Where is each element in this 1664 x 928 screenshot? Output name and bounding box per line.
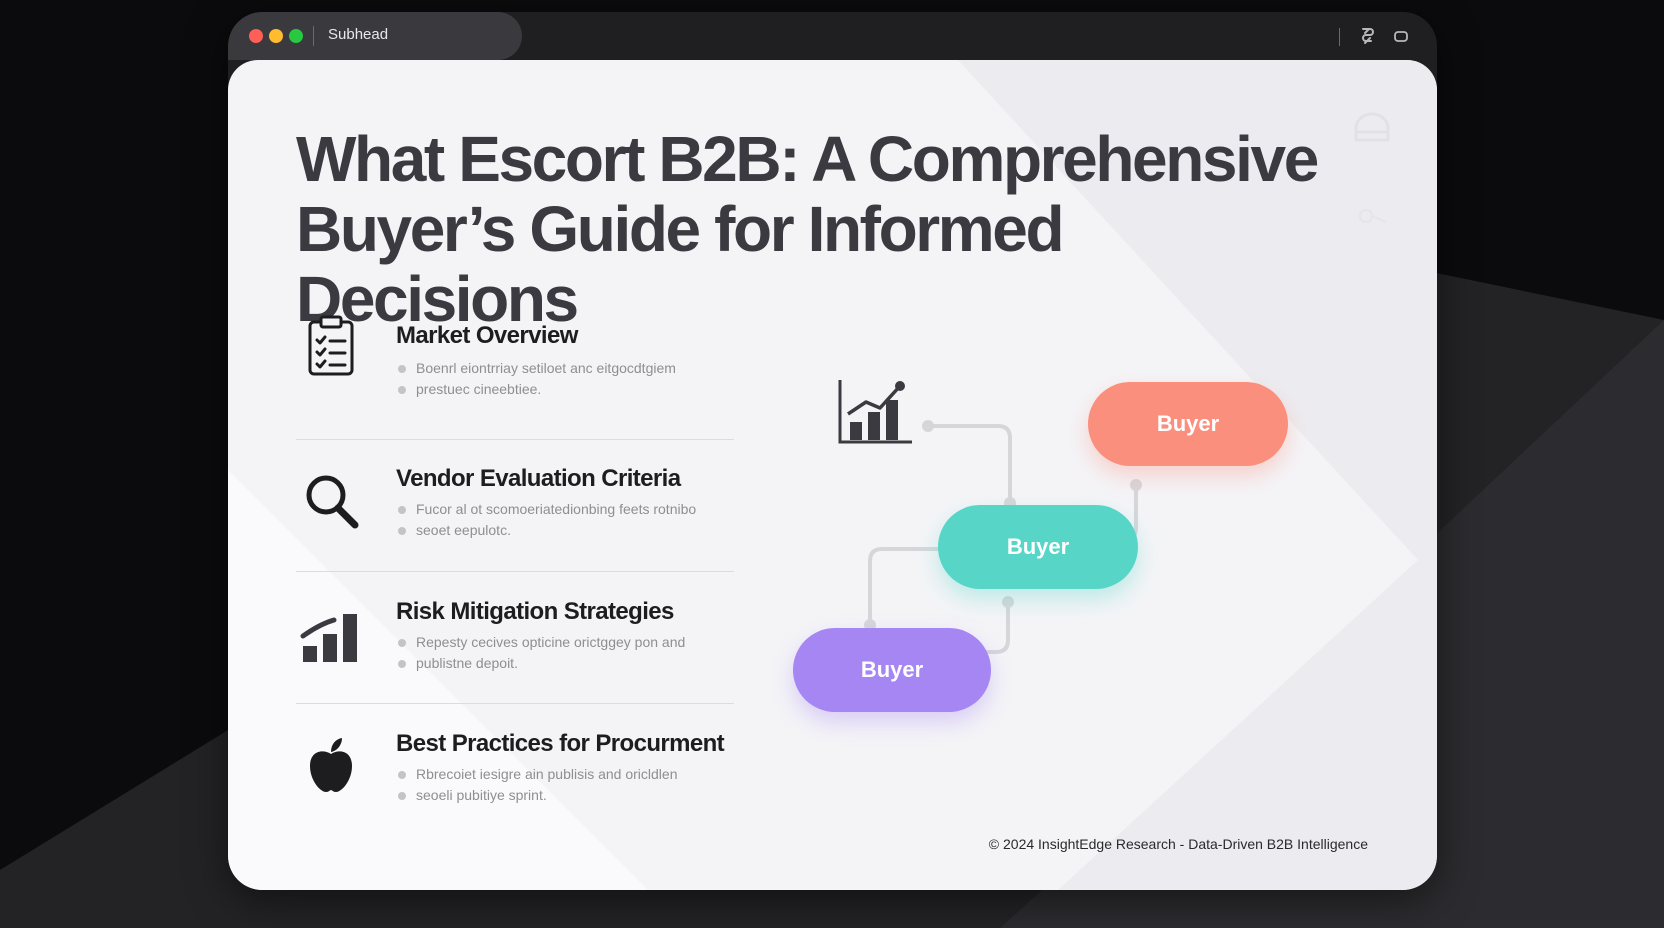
window-icon[interactable] (1390, 25, 1412, 47)
feature-bullet: prestuec cineebtiee. (396, 379, 726, 400)
feature-item-risk-mitigation: Risk Mitigation Strategies Repesty ceciv… (296, 571, 734, 703)
feature-title: Market Overview (396, 322, 578, 349)
link-icon[interactable] (1356, 25, 1378, 47)
feature-bullet: Boenrl eiontrriay setiloet anc eitgocdtg… (396, 358, 726, 379)
checklist-icon (308, 315, 354, 376)
feature-bullets: Rbrecoiet iesigre ain publisis and oricl… (396, 764, 726, 806)
feature-title: Risk Mitigation Strategies (396, 598, 674, 625)
feature-bullet: publistne depoit. (396, 653, 726, 674)
browser-tab[interactable]: Subhead (228, 12, 522, 60)
tab-title: Subhead (328, 26, 389, 43)
feature-bullet: Repesty cecives opticine orictggey pon a… (396, 632, 726, 653)
feature-list: Market Overview Boenrl eiontrriay setilo… (296, 308, 734, 835)
tab-divider (313, 26, 314, 46)
copyright-footer: © 2024 InsightEdge Research - Data-Drive… (988, 836, 1368, 852)
buyer-node[interactable]: Buyer (793, 628, 991, 712)
feature-bullets: Repesty cecives opticine orictggey pon a… (396, 632, 726, 674)
apple-icon (310, 738, 352, 792)
feature-bullet: seoeli pubitiye sprint. (396, 785, 726, 806)
growth-chart-icon (838, 380, 912, 444)
feature-title: Best Practices for Procurment (396, 730, 725, 757)
feature-item-best-practices: Best Practices for Procurment Rbrecoiet … (296, 703, 734, 835)
feature-item-vendor-evaluation: Vendor Evaluation Criteria Fucor al ot s… (296, 439, 734, 571)
minimize-window-button[interactable] (269, 29, 283, 43)
close-window-button[interactable] (249, 29, 263, 43)
app-window: Subhead What Escort B2B: A Comprehensive… (228, 12, 1437, 890)
feature-bullets: Boenrl eiontrriay setiloet anc eitgocdtg… (396, 358, 726, 400)
maximize-window-button[interactable] (289, 29, 303, 43)
feature-item-market-overview: Market Overview Boenrl eiontrriay setilo… (296, 308, 734, 439)
title-bar: Subhead (228, 12, 1437, 60)
magnifier-icon (306, 475, 359, 529)
feature-title: Vendor Evaluation Criteria (396, 465, 681, 492)
page-title: What Escort B2B: A Comprehensive Buyer’s… (296, 123, 1319, 335)
slide-canvas: What Escort B2B: A Comprehensive Buyer’s… (228, 60, 1437, 890)
feature-bullet: Fucor al ot scomoeriatedionbing feets ro… (396, 499, 726, 520)
buyer-node[interactable]: Buyer (938, 505, 1138, 589)
buyer-node[interactable]: Buyer (1088, 382, 1288, 466)
toolbar-divider (1339, 28, 1340, 46)
feature-bullet: Rbrecoiet iesigre ain publisis and oricl… (396, 764, 726, 785)
feature-bullet: seoet eepulotc. (396, 520, 726, 541)
bar-chart-icon (300, 614, 357, 662)
faint-decoration-icon (1354, 112, 1390, 224)
feature-bullets: Fucor al ot scomoeriatedionbing feets ro… (396, 499, 726, 541)
